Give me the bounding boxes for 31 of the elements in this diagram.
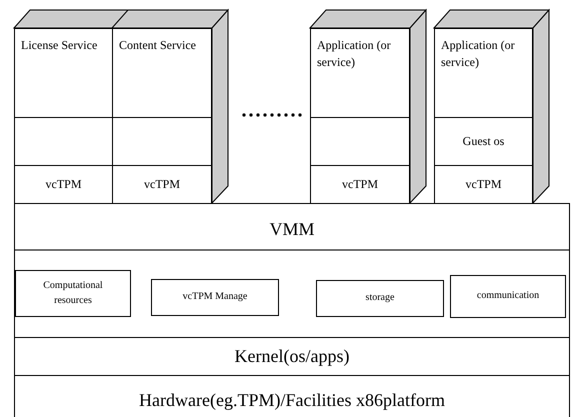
node-label: License Service [21,37,98,54]
component-box [316,280,444,317]
component-box [450,275,566,318]
node-label: vcTPM [46,176,82,193]
node-label: vcTPM [144,176,180,193]
layer-band [14,337,570,376]
component-box [310,165,410,204]
component-box [310,28,410,118]
node-label: Content Service [119,37,196,54]
node-label: vcTPM Manage [182,290,248,304]
node-label: Hardware(eg.TPM)/Facilities x86platform [139,388,445,412]
layer-band [14,375,570,417]
component-box [15,270,131,317]
component-box [151,279,279,316]
node-label: vcTPM [466,176,502,193]
vmm-layer [14,203,570,338]
node-label: Kernel(os/apps) [234,345,350,368]
node-label: communication [476,289,540,304]
node-label: VMM [269,218,314,241]
node-label: Guest os [462,132,504,150]
component-box [434,117,533,166]
node-label: Application (or service) [441,37,516,72]
component-box [112,28,212,118]
node-label: vcTPM [342,176,378,193]
component-box [14,28,113,118]
component-box [434,28,533,118]
node-label: Application (or service) [317,37,392,72]
empty-box [310,117,410,166]
component-box [434,165,533,204]
node-label: storage [366,291,394,306]
node-label: Computational resources [42,279,104,308]
